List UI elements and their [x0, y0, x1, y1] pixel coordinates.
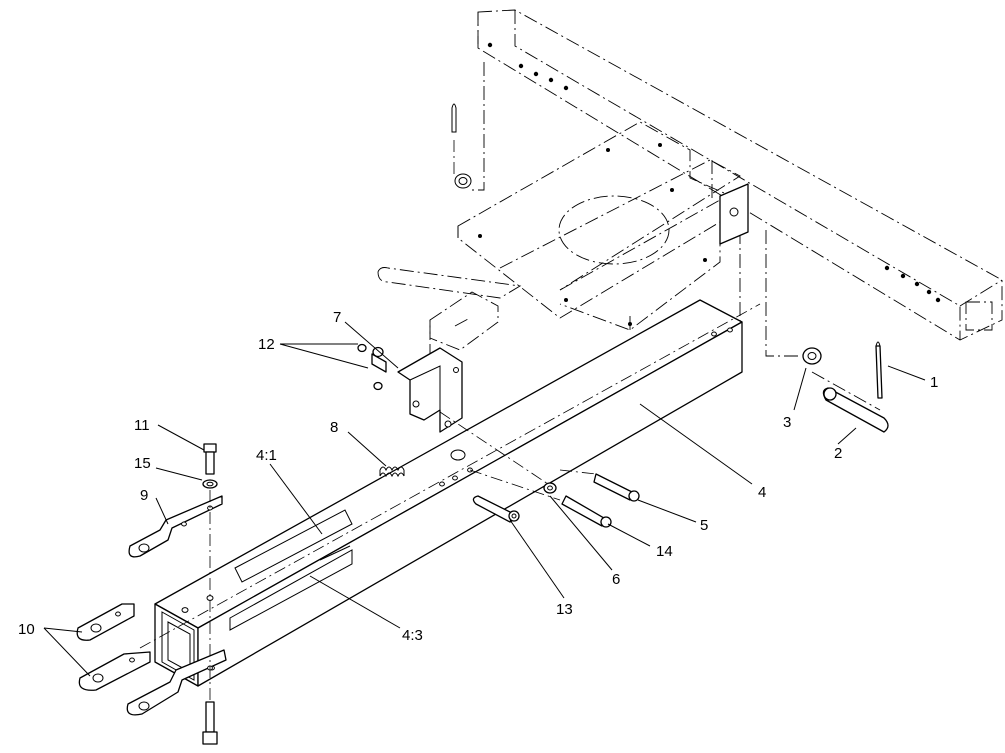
nut-6 — [543, 482, 557, 494]
callout-8: 8 — [330, 419, 338, 436]
callout-4-3: 4:3 — [402, 627, 423, 644]
hitch-pin-2 — [822, 387, 889, 433]
bolts-12 — [357, 343, 387, 391]
clevis-plate-10-top — [76, 603, 135, 641]
rear-bracket — [719, 183, 749, 245]
callout-7: 7 — [333, 309, 341, 326]
callout-5: 5 — [700, 517, 708, 534]
clevis-plate-10-mid — [78, 651, 151, 691]
phantom-cotter-pin — [451, 103, 472, 189]
washer-15 — [202, 479, 218, 489]
frame-holes — [487, 42, 941, 303]
callout-1: 1 — [930, 374, 938, 391]
bolt-14 — [561, 495, 612, 528]
hitch-pin-assembly — [802, 341, 889, 433]
callout-2: 2 — [834, 445, 842, 462]
latch-assembly — [357, 343, 463, 478]
decal-4-1 — [234, 509, 353, 583]
callout-11: 11 — [134, 417, 150, 434]
bolt-5 — [593, 473, 640, 502]
callout-4: 4 — [758, 484, 766, 501]
clevis-plate-10-bottom — [126, 649, 227, 716]
callout-12: 12 — [258, 336, 275, 353]
cotter-pin-1 — [875, 345, 883, 399]
callout-3: 3 — [783, 414, 791, 431]
callout-6: 6 — [612, 571, 620, 588]
spring-8 — [379, 466, 405, 478]
bolt-bottom — [202, 701, 218, 745]
callout-labels: 1 2 3 4 4:1 4:3 5 6 7 8 9 10 11 12 13 14… — [18, 309, 938, 644]
bolt-11 — [203, 443, 217, 475]
callout-10: 10 — [18, 621, 35, 638]
phantom-lever — [377, 267, 522, 361]
decal-4-3 — [229, 549, 353, 631]
clevis-plate-9 — [128, 495, 223, 558]
latch-7 — [397, 347, 463, 433]
callout-9: 9 — [140, 487, 148, 504]
leader-lines — [43, 321, 926, 677]
washer-3 — [802, 347, 822, 365]
bushing-13 — [472, 495, 520, 523]
callout-4-1: 4:1 — [256, 447, 277, 464]
callout-15: 15 — [134, 455, 151, 472]
callout-13: 13 — [556, 601, 573, 618]
callout-14: 14 — [656, 543, 673, 560]
